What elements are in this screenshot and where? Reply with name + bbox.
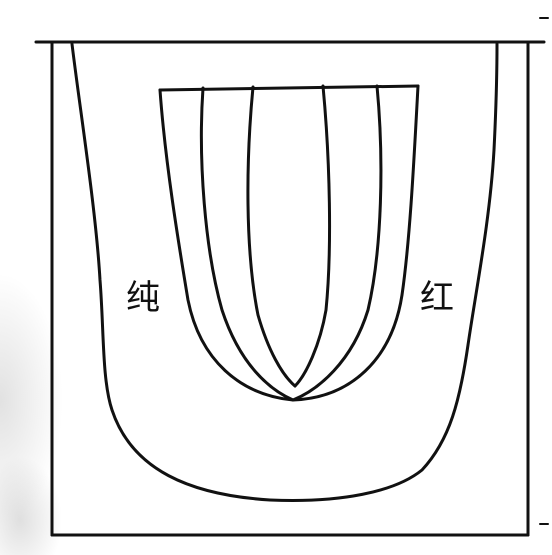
inner-cup-left-outer (158, 88, 295, 402)
label-left: 纯 (126, 278, 160, 318)
label-right: 红 (420, 278, 454, 318)
inner-cup-right-middle (291, 84, 383, 402)
inner-cup-top (158, 84, 420, 92)
inner-cup-left-middle (199, 86, 295, 402)
inner-cup-right-inner (293, 84, 332, 388)
inner-cup-right-outer (291, 84, 420, 402)
outer-u-shape (70, 42, 499, 502)
inner-cup-left-inner (246, 85, 297, 388)
